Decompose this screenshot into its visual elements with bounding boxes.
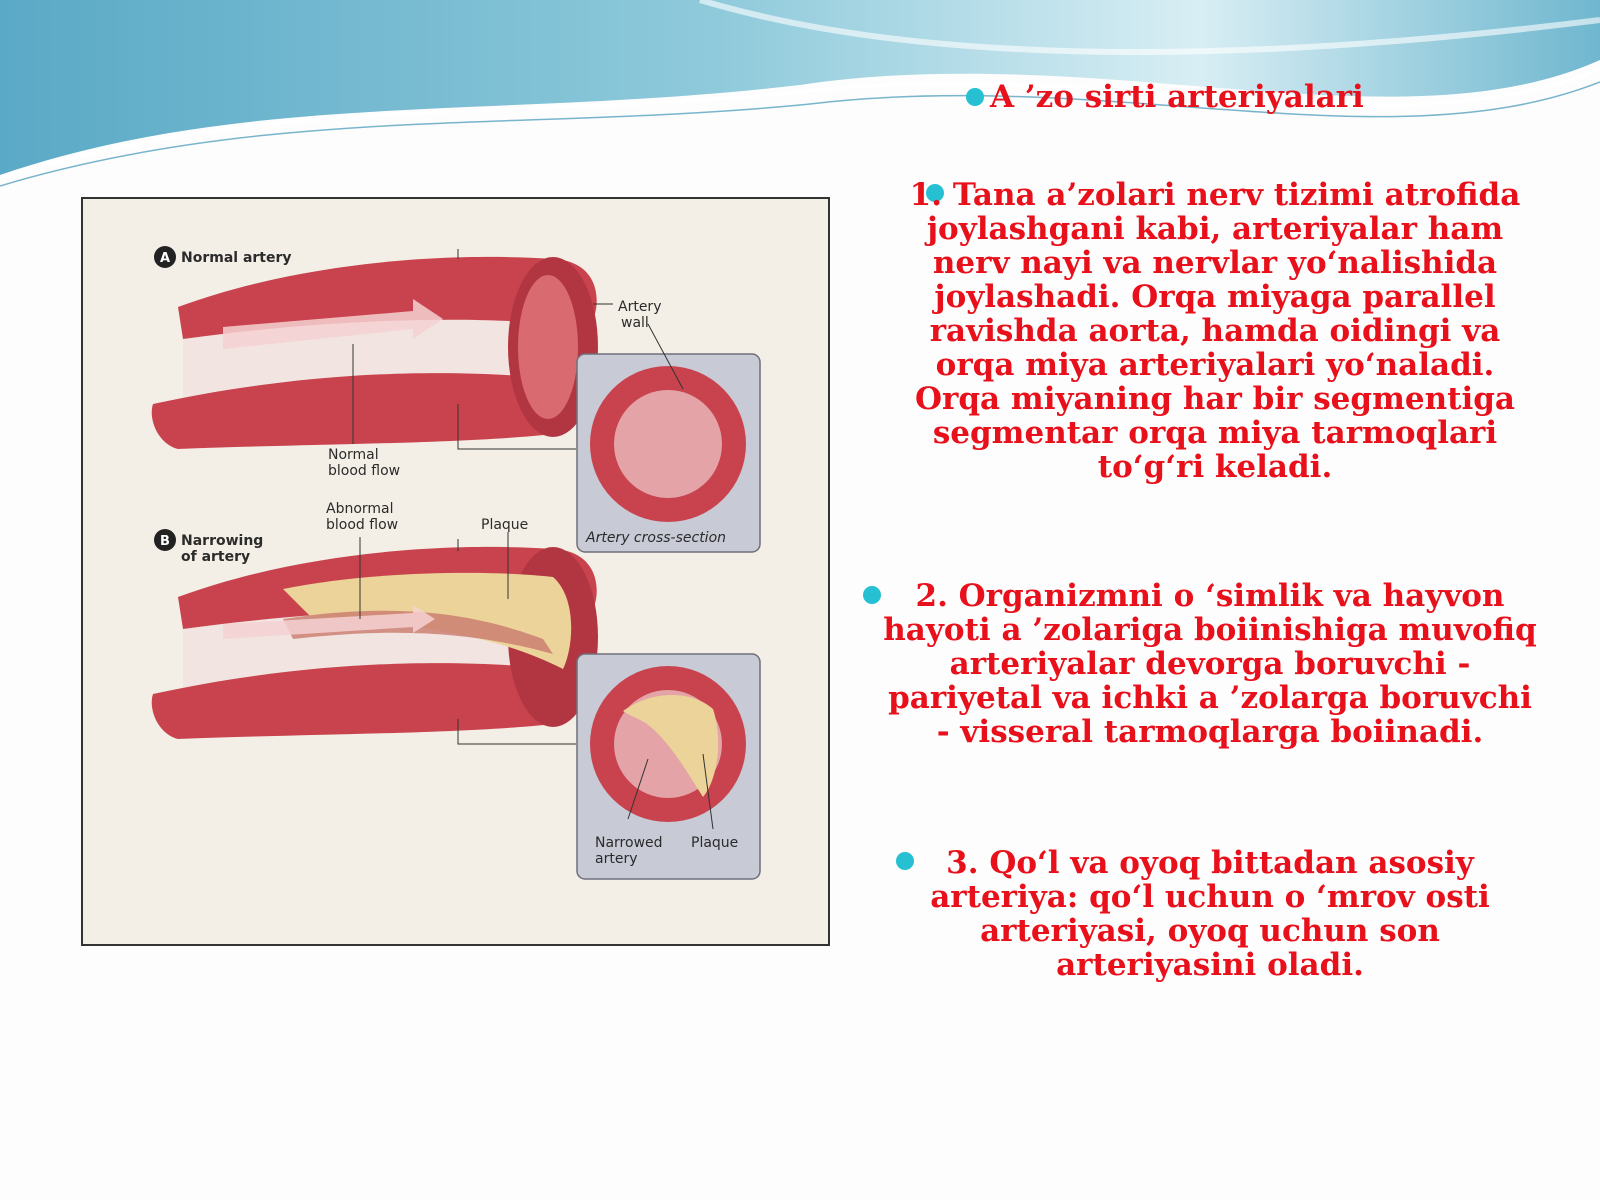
badge-b xyxy=(154,529,176,551)
bullet-title xyxy=(966,88,984,106)
bullet-2 xyxy=(863,586,881,604)
label-normal-flow-2: blood flow xyxy=(328,463,400,479)
label-normal-artery: Normal artery xyxy=(181,250,292,266)
label-narrowing-1: Narrowing xyxy=(181,533,263,549)
artery-diagram: A Normal artery Artery wall Normal blood… xyxy=(81,197,830,946)
header-wave-decoration xyxy=(0,0,1600,187)
badge-b-letter: B xyxy=(160,534,170,549)
label-artery-wall-1: Artery xyxy=(618,299,661,315)
bullet-1 xyxy=(926,184,944,202)
badge-a-letter: A xyxy=(160,251,170,266)
label-narrowing-2: of artery xyxy=(181,549,250,565)
label-narrowed-2: artery xyxy=(595,851,637,867)
cross-section-plaque xyxy=(623,695,719,797)
narrowed-artery-drawing xyxy=(151,546,598,739)
paragraph-1: 1. Tana a’zolari nerv tizimi atrofida jo… xyxy=(909,177,1521,485)
label-normal-flow-1: Normal xyxy=(328,447,379,463)
label-plaque-bottom: Plaque xyxy=(691,835,738,851)
paragraph-2: 2. Organizmni o ‘simlik va hayvon hayoti… xyxy=(883,578,1537,750)
normal-artery-drawing xyxy=(151,256,598,449)
label-narrowed-1: Narrowed xyxy=(595,835,663,851)
label-abnormal-flow-2: blood flow xyxy=(326,517,398,533)
label-plaque-top: Plaque xyxy=(481,517,528,533)
artery-illustration: A Normal artery Artery wall Normal blood… xyxy=(151,246,761,880)
cross-section-lumen-a xyxy=(614,390,722,498)
label-cross-section: Artery cross-section xyxy=(585,530,726,546)
bullet-3 xyxy=(896,852,914,870)
label-abnormal-flow-1: Abnormal xyxy=(326,501,394,517)
badge-a xyxy=(154,246,176,268)
label-artery-wall-2: wall xyxy=(621,315,649,331)
slide-title: A ’zo sirti arteriyalari xyxy=(990,79,1364,115)
paragraph-3: 3. Qo‘l va oyoq bittadan asosiy arteriya… xyxy=(930,845,1490,983)
